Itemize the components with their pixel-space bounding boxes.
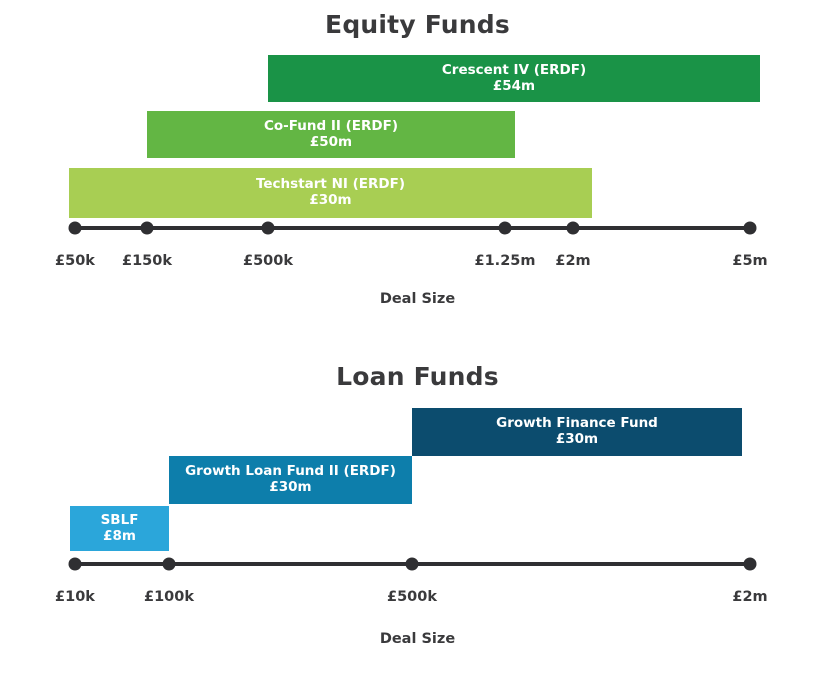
axis-tick-label: £1.25m (474, 253, 536, 269)
axis-tick-label: £10k (55, 589, 95, 605)
axis-tick-dot (743, 221, 757, 235)
fund-bar-name: Crescent IV (ERDF) (441, 61, 587, 78)
axis-tick-label: £2m (732, 589, 768, 605)
axis-tick-dot (498, 221, 512, 235)
fund-bar-value: £50m (309, 133, 353, 150)
loan-chart-title: Loan Funds (336, 362, 499, 391)
axis-tick-dot (162, 557, 176, 571)
fund-bar-value: £30m (269, 479, 312, 495)
fund-bar-name: Co-Fund II (ERDF) (263, 117, 399, 134)
axis-tick-label: £100k (144, 589, 194, 605)
axis-tick-label: £50k (55, 253, 95, 269)
axis-tick-label: £150k (122, 253, 172, 269)
equity-axis-caption: Deal Size (379, 291, 456, 307)
axis-tick-dot (140, 221, 154, 235)
fund-bar: Co-Fund II (ERDF)£50m (147, 111, 515, 158)
fund-bar: Growth Loan Fund II (ERDF)£30m (169, 456, 412, 504)
axis-tick-label: £500k (387, 589, 437, 605)
axis-tick-label: £2m (555, 253, 591, 269)
axis-tick-dot (743, 557, 757, 571)
axis-tick-dot (68, 557, 82, 571)
fund-bar: Crescent IV (ERDF)£54m (268, 55, 760, 102)
fund-bar-name: Techstart NI (ERDF) (255, 176, 405, 193)
fund-bar-name: Growth Finance Fund (496, 415, 658, 432)
fund-bar-value: £30m (309, 192, 352, 208)
fund-bar: Growth Finance Fund£30m (412, 408, 742, 456)
axis-tick-label: £500k (243, 253, 293, 269)
fund-bar-value: £54m (492, 77, 536, 94)
axis-tick-dot (68, 221, 82, 235)
axis-tick-dot (261, 221, 275, 235)
fund-bar-value: £8m (103, 527, 136, 544)
fund-bar: Techstart NI (ERDF)£30m (69, 168, 592, 218)
fund-bar-name: SBLF (100, 511, 139, 528)
axis-tick-dot (566, 221, 580, 235)
axis-tick-label: £5m (732, 253, 768, 269)
fund-bar: SBLF£8m (70, 506, 169, 551)
fund-bar-value: £30m (555, 431, 599, 447)
loan-axis-caption: Deal Size (379, 631, 456, 647)
equity-chart-title: Equity Funds (325, 10, 510, 39)
fund-bar-name: Growth Loan Fund II (ERDF) (185, 463, 396, 480)
axis-line (75, 226, 750, 230)
axis-tick-dot (405, 557, 419, 571)
